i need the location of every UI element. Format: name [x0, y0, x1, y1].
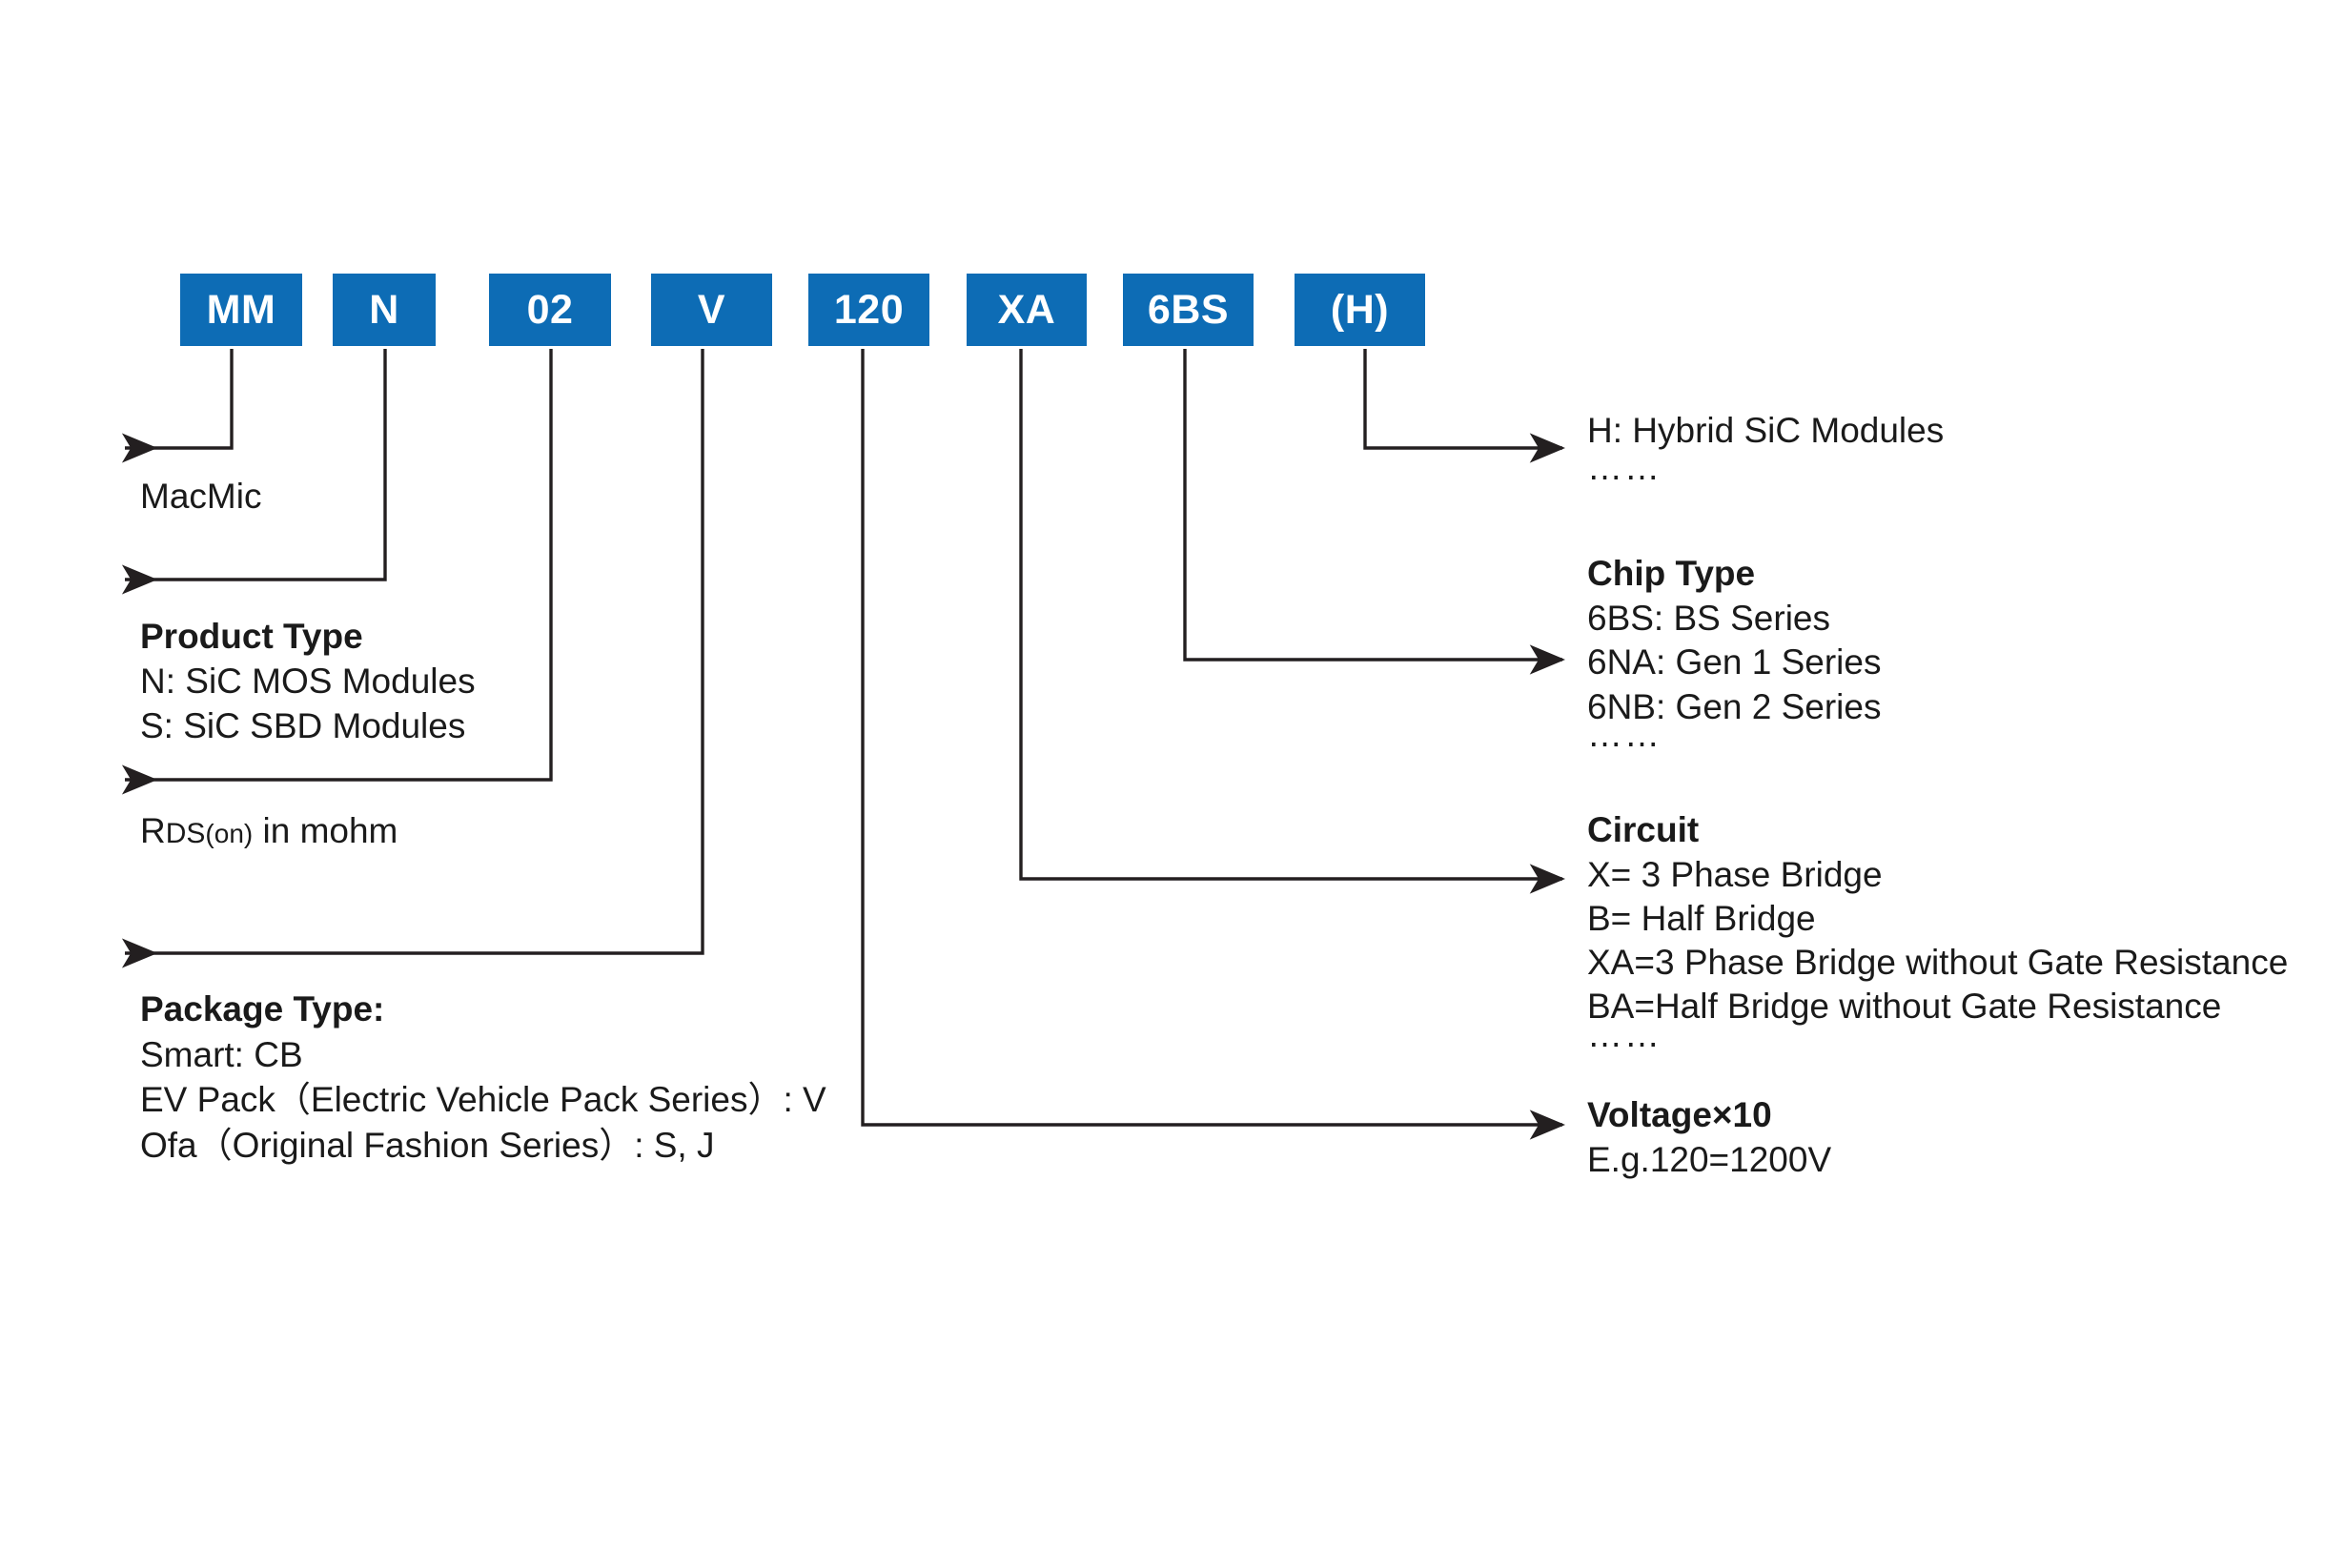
callout-circuit-heading: Circuit	[1587, 810, 1700, 849]
rds-on-subscript-paren: (on)	[205, 819, 254, 848]
callout-product-type-line-2: S: SiC SBD Modules	[140, 706, 466, 745]
code-box-hybrid[interactable]: (H)	[1295, 274, 1425, 346]
code-box-hybrid-label: (H)	[1330, 286, 1390, 333]
callout-circuit-line-3: XA=3 Phase Bridge without Gate Resistanc…	[1587, 943, 2289, 982]
wire-chip-type	[1183, 349, 1566, 675]
code-box-product-type[interactable]: N	[333, 274, 436, 346]
callout-package-type-heading: Package Type:	[140, 989, 385, 1028]
code-box-chip-type-label: 6BS	[1147, 286, 1230, 333]
rds-on-suffix: in mohm	[253, 811, 398, 850]
code-box-rds-on-label: 02	[526, 286, 574, 333]
callout-voltage-line-1: E.g.120=1200V	[1587, 1140, 1832, 1179]
callout-voltage-heading: Voltage×10	[1587, 1095, 1772, 1134]
code-box-voltage[interactable]: 120	[808, 274, 929, 346]
code-box-package-type[interactable]: V	[651, 274, 772, 346]
wire-circuit	[1019, 349, 1566, 894]
callout-chip-type-heading: Chip Type	[1587, 554, 1756, 593]
callout-product-type-line-1: N: SiC MOS Modules	[140, 662, 476, 701]
callout-hybrid-ellipsis: ……	[1587, 448, 1662, 487]
rds-on-prefix: R	[140, 811, 166, 850]
callout-circuit-ellipsis: ……	[1587, 1015, 1662, 1054]
callout-hybrid-line: H: Hybrid SiC Modules	[1587, 411, 1945, 450]
code-box-manufacturer-label: MM	[206, 286, 276, 333]
wire-voltage	[861, 349, 1566, 1140]
code-box-product-type-label: N	[369, 286, 399, 333]
callout-circuit-line-2: B= Half Bridge	[1587, 899, 1816, 938]
code-box-circuit[interactable]: XA	[967, 274, 1087, 346]
callout-manufacturer-line: MacMic	[140, 477, 262, 516]
code-box-chip-type[interactable]: 6BS	[1123, 274, 1254, 346]
code-box-voltage-label: 120	[833, 286, 905, 333]
callout-chip-type-line-3: 6NB: Gen 2 Series	[1587, 687, 1882, 726]
wire-manufacturer	[121, 349, 234, 463]
callout-chip-type-line-1: 6BS: BS Series	[1587, 599, 1831, 638]
callout-circuit-line-4: BA=Half Bridge without Gate Resistance	[1587, 987, 2222, 1026]
callout-rds-on-line: RDS(on) in mohm	[140, 808, 398, 856]
callout-package-type-line-1: Smart: CB	[140, 1035, 303, 1074]
callout-circuit-line-1: X= 3 Phase Bridge	[1587, 855, 1883, 894]
code-box-package-type-label: V	[697, 286, 726, 333]
rds-on-subscript-caps: DS	[165, 818, 206, 849]
callout-chip-type-ellipsis: ……	[1587, 715, 1662, 754]
code-box-manufacturer[interactable]: MM	[180, 274, 302, 346]
code-box-rds-on[interactable]: 02	[489, 274, 611, 346]
wire-product-type	[121, 349, 387, 595]
callout-package-type-line-2: EV Pack（Electric Vehicle Pack Series）: V	[140, 1080, 826, 1119]
code-box-circuit-label: XA	[997, 286, 1056, 333]
callout-package-type-line-3: Ofa（Original Fashion Series）: S, J	[140, 1126, 715, 1165]
callout-chip-type-line-2: 6NA: Gen 1 Series	[1587, 642, 1882, 682]
callout-product-type-heading: Product Type	[140, 617, 363, 656]
wire-hybrid	[1363, 349, 1566, 463]
